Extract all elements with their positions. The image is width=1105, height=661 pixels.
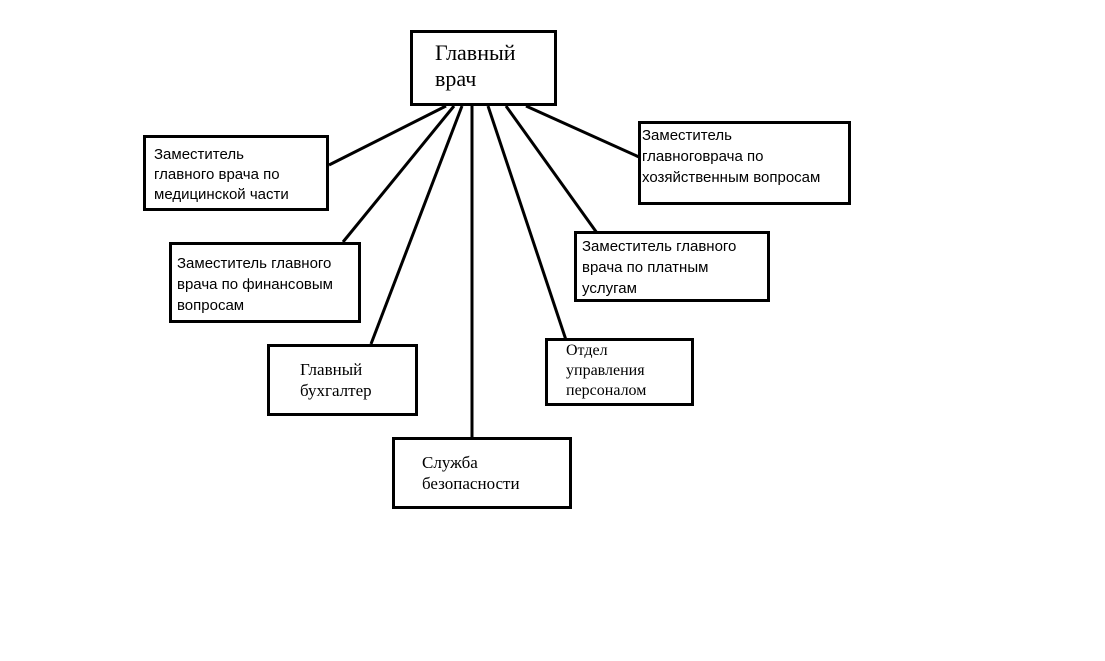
edge-root-deputy-medical (328, 104, 447, 167)
node-chief-accountant: Главный бухгалтер (267, 344, 418, 416)
node-chief-physician: Главный врач (410, 30, 557, 106)
edge-root-deputy-paid (504, 105, 599, 234)
edge-root-deputy-economic (525, 104, 640, 159)
node-hr-department: Отдел управления персоналом (545, 338, 694, 406)
edge-root-chief-accountant (369, 105, 464, 345)
edge-root-deputy-finance (341, 105, 456, 243)
edge-root-hr-department (486, 105, 568, 341)
node-deputy-finance: Заместитель главного врача по финансовым… (169, 242, 361, 323)
node-security-service: Служба безопасности (392, 437, 572, 509)
node-deputy-economic: Заместитель главноговрача по хозяйственн… (638, 121, 851, 205)
node-deputy-medical: Заместитель главного врача по медицинско… (143, 135, 329, 211)
node-deputy-paid-services: Заместитель главного врача по платным ус… (574, 231, 770, 302)
